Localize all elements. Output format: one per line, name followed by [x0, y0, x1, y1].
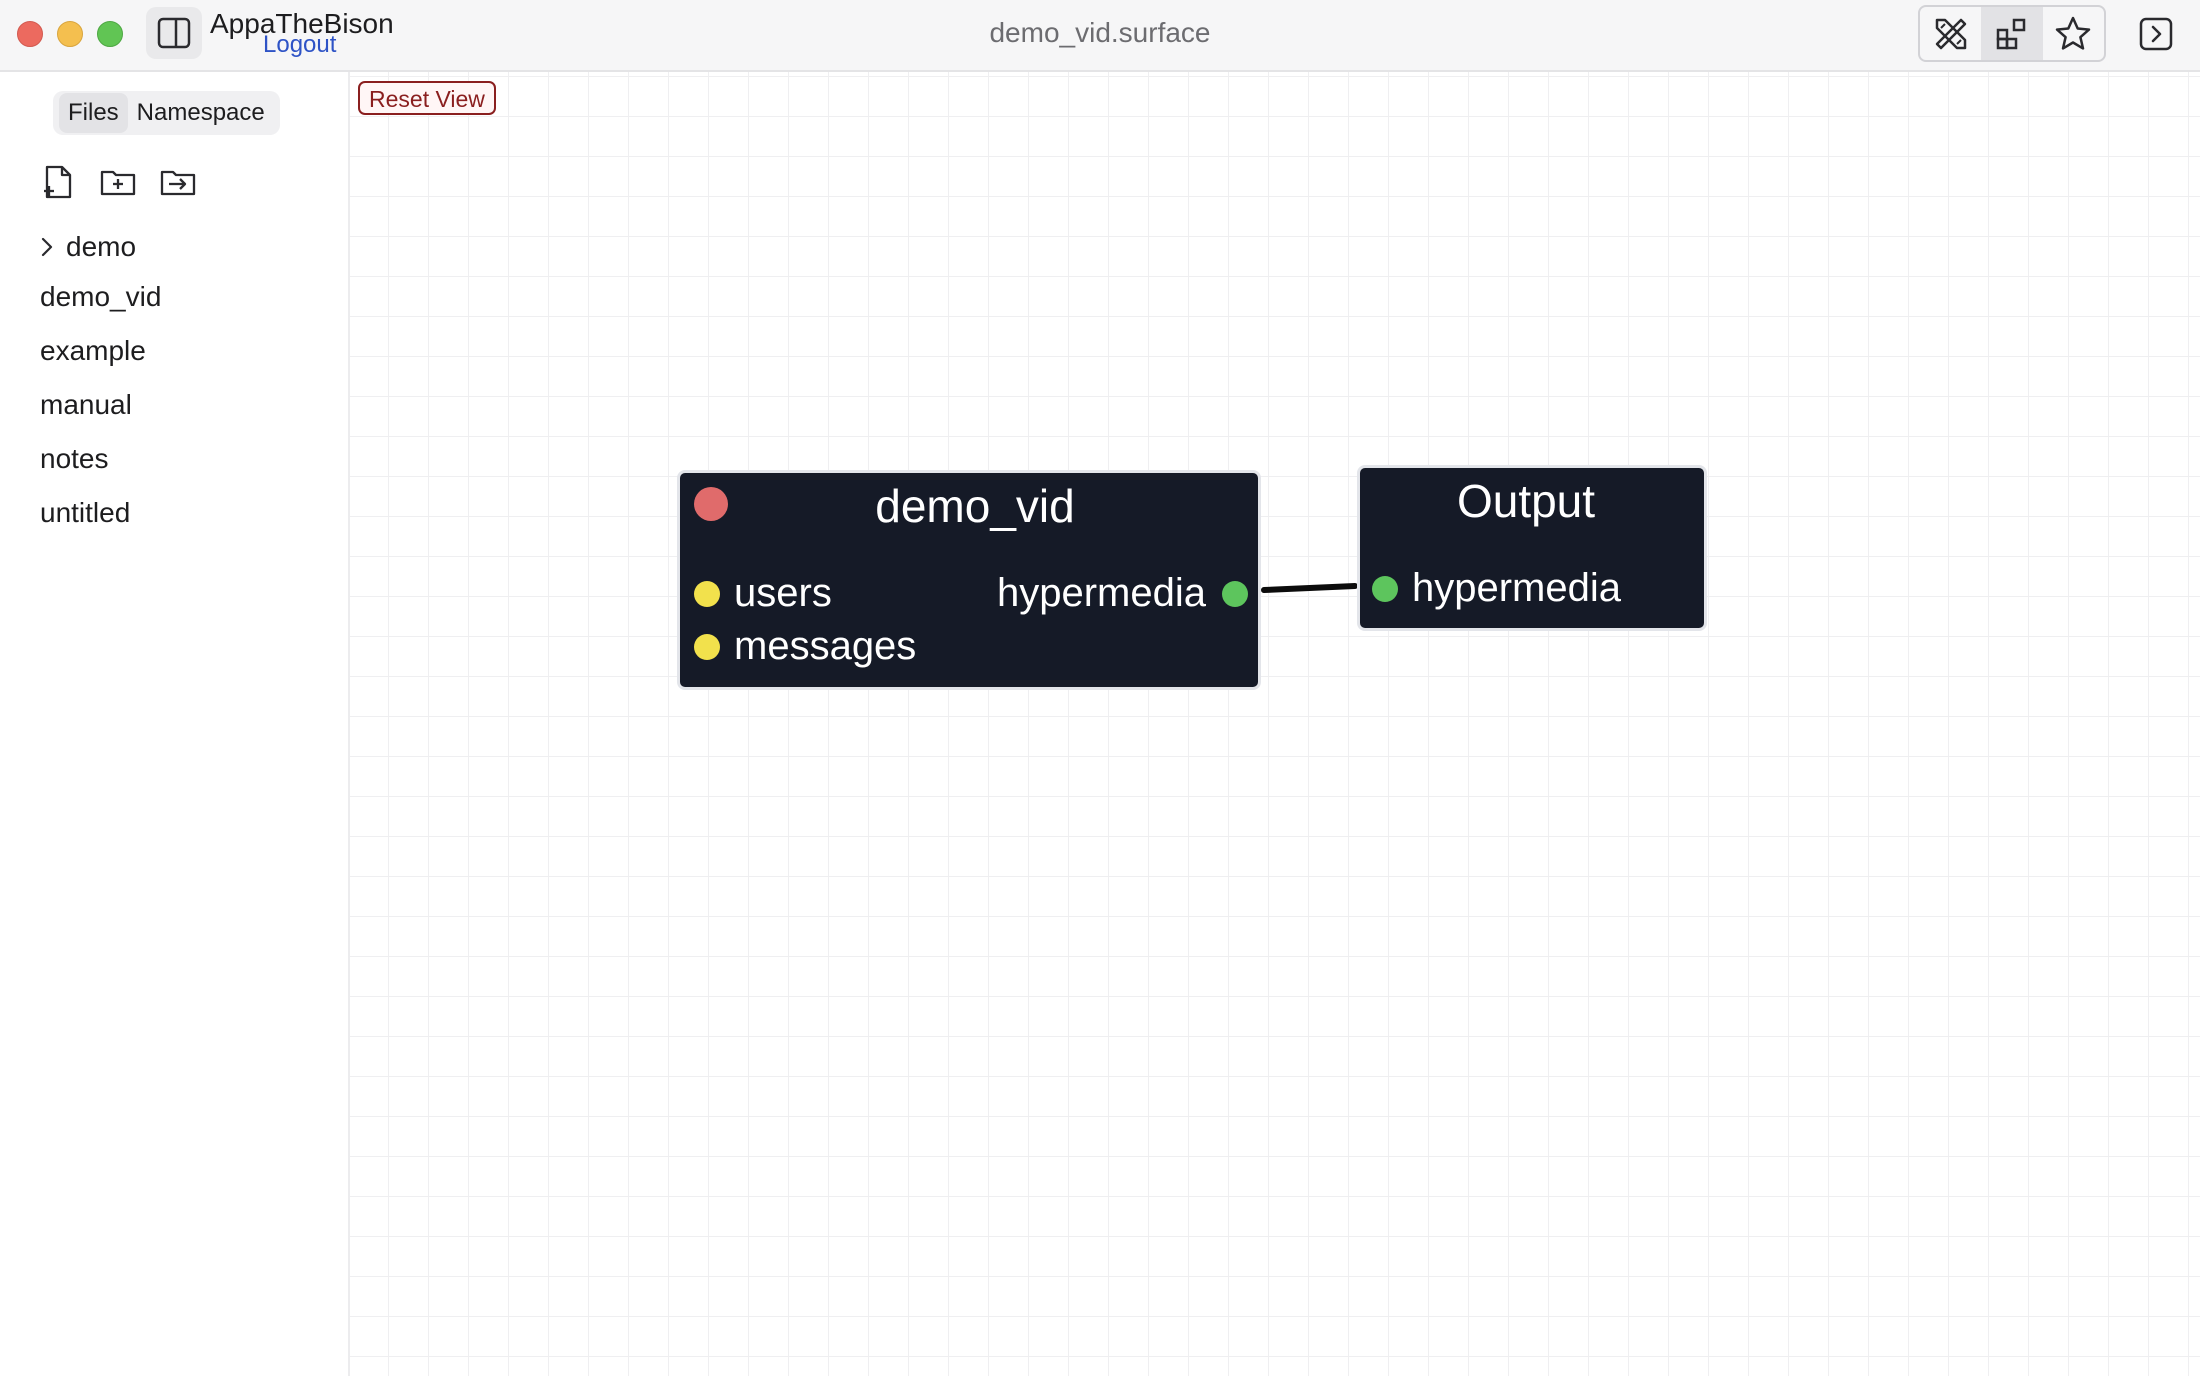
logout-link[interactable]: Logout	[263, 31, 337, 58]
port-label: hypermedia	[996, 571, 1206, 615]
file-actions	[40, 162, 196, 202]
port-label: hypermedia	[1412, 566, 1622, 610]
node-status-indicator	[694, 487, 728, 521]
new-folder-button[interactable]	[100, 162, 136, 202]
port-label: messages	[734, 624, 917, 668]
sidebar-tabs: Files Namespace	[53, 91, 280, 135]
chevron-right-icon	[40, 236, 66, 258]
port-dot[interactable]	[694, 580, 720, 607]
input-port-users[interactable]: users	[694, 571, 832, 616]
favorites-button[interactable]	[2043, 7, 2104, 60]
edge-layer	[1261, 583, 1358, 593]
window-maximize-button[interactable]	[97, 21, 123, 47]
star-icon	[2056, 16, 2091, 50]
window-close-button[interactable]	[17, 21, 43, 47]
output-port-hypermedia[interactable]: hypermedia	[997, 571, 1248, 616]
reset-view-button[interactable]: Reset View	[358, 81, 496, 115]
sidebar-toggle-icon	[157, 17, 191, 49]
port-dot[interactable]	[1372, 575, 1398, 602]
port-dot[interactable]	[1222, 580, 1248, 607]
new-file-button[interactable]	[40, 162, 76, 202]
design-tools-button[interactable]	[1920, 7, 1981, 60]
import-icon	[160, 170, 196, 196]
toolbar-tool-group	[1918, 5, 2106, 62]
sidebar-toggle-button[interactable]	[146, 7, 202, 59]
import-button[interactable]	[160, 162, 196, 202]
new-file-icon	[44, 165, 72, 199]
node-demo-vid[interactable]: demo_vid users messages hypermedia	[677, 470, 1261, 690]
design-tools-icon	[1935, 18, 1966, 49]
input-port-hypermedia[interactable]: hypermedia	[1372, 566, 1621, 611]
sidebar: Files Namespace	[0, 72, 350, 1376]
node-output[interactable]: Output hypermedia	[1357, 465, 1707, 631]
tab-namespace[interactable]: Namespace	[136, 99, 265, 126]
new-folder-icon	[100, 170, 136, 196]
node-title: demo_vid	[875, 480, 1075, 532]
edge-demo-vid-to-output[interactable]	[1261, 583, 1358, 593]
file-list: demo demo_vid example manual notes untit…	[40, 224, 330, 540]
tab-files[interactable]: Files	[59, 93, 128, 133]
chevron-right-square-icon	[2139, 17, 2173, 51]
user-name: AppaTheBison	[210, 8, 394, 39]
file-item-manual[interactable]: manual	[40, 389, 132, 420]
input-port-messages[interactable]: messages	[694, 624, 916, 669]
node-title: Output	[1456, 475, 1596, 527]
folder-label: demo	[66, 231, 137, 262]
components-button[interactable]	[1981, 7, 2043, 60]
port-label: users	[734, 571, 832, 615]
file-item-notes[interactable]: notes	[40, 443, 109, 474]
components-icon	[1996, 18, 2026, 49]
port-dot[interactable]	[694, 633, 720, 660]
title-bar: AppaTheBison Logout demo_vid.surface	[0, 0, 2200, 72]
graph-canvas[interactable]: Reset View demo_vid users messages hyper…	[350, 72, 2200, 1376]
window-minimize-button[interactable]	[57, 21, 83, 47]
right-panel-toggle-button[interactable]	[2136, 14, 2176, 54]
file-item-untitled[interactable]: untitled	[40, 497, 131, 528]
file-item-demo-vid[interactable]: demo_vid	[40, 281, 162, 312]
folder-item-demo[interactable]: demo	[40, 224, 330, 270]
file-item-example[interactable]: example	[40, 335, 146, 366]
